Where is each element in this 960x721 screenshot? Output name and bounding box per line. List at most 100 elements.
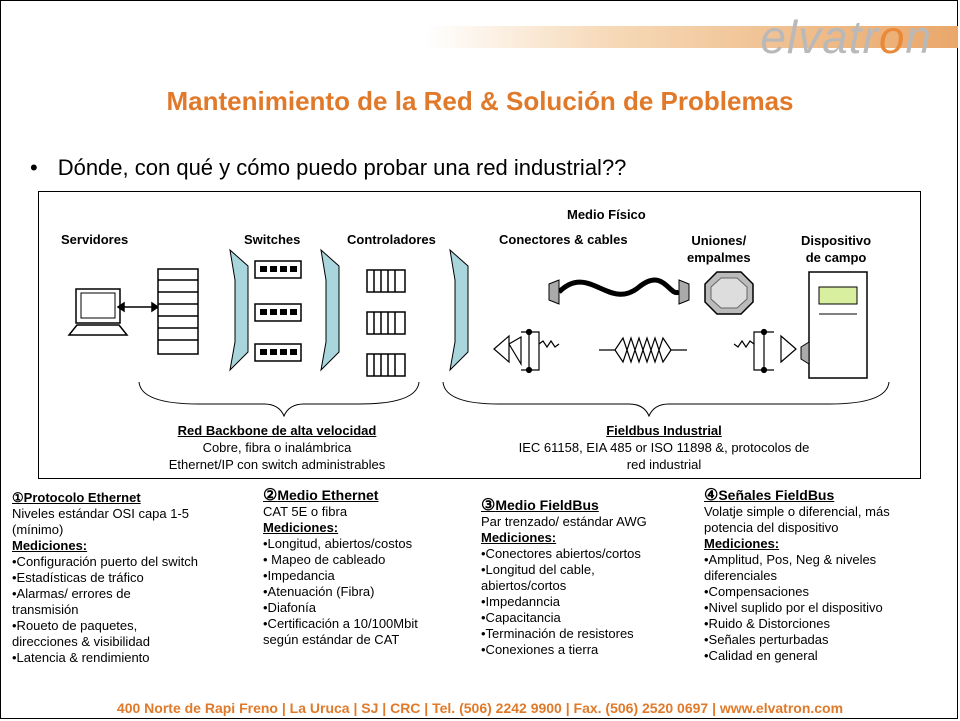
label-dispositivo-line1: Dispositivo [801, 233, 872, 248]
column-4-num: ④ [704, 487, 719, 504]
flow-arrow-icon [229, 248, 469, 372]
list-item: abiertos/cortos [481, 578, 567, 593]
backbone-brace [138, 381, 420, 418]
column-3-title: ③Medio FieldBus [481, 497, 647, 514]
list-item: •Configuración puerto del switch [12, 554, 198, 569]
list-item: •Alarmas/ errores de [12, 586, 131, 601]
column-3-subhead: Mediciones: [481, 530, 557, 545]
column-4-intro: potencia del dispositivo [704, 520, 839, 535]
splice-icon [704, 271, 754, 315]
switch-icon [254, 260, 302, 362]
list-item: •Nivel suplido por el dispositivo [704, 600, 883, 615]
column-1-title-text: Protocolo Ethernet [23, 490, 141, 505]
backbone-line2: Ethernet/IP con switch administrables [168, 457, 386, 472]
elvatron-logo: elvatron [760, 10, 932, 64]
bullet-text: Dónde, con qué y cómo puedo probar una r… [57, 155, 627, 180]
list-item: •Impedanncia [481, 594, 560, 609]
fieldbus-caption: Fieldbus Industrial IEC 61158, EIA 485 o… [474, 422, 854, 473]
column-4-intro: Volatje simple o diferencial, más [704, 504, 890, 519]
column-4-title-text: Señales FieldBus [718, 487, 835, 503]
list-item: •Conexiones a tierra [481, 642, 599, 657]
column-1-intro: (mínimo) [12, 522, 64, 537]
list-item: diferenciales [704, 568, 777, 583]
label-dispositivo: Dispositivo de campo [801, 232, 871, 266]
list-item: •Amplitud, Pos, Neg & niveles [704, 552, 877, 567]
footer-contact: 400 Norte de Rapi Freno | La Uruca | SJ … [116, 700, 844, 716]
logo-text-pre: elvatr [760, 11, 879, 63]
fieldbus-line2: red industrial [626, 457, 702, 472]
list-item: •Atenuación (Fibra) [263, 584, 375, 599]
list-item: •Terminación de resistores [481, 626, 634, 641]
label-uniones-line1: Uniones/ [691, 233, 747, 248]
label-medio-fisico: Medio Físico [567, 207, 646, 222]
backbone-caption: Red Backbone de alta velocidad Cobre, fi… [127, 422, 427, 473]
list-item: • Mapeo de cableado [263, 552, 386, 567]
column-1-num: ① [12, 490, 24, 505]
column-2-title: ②Medio Ethernet [263, 487, 418, 504]
transceiver-icon [493, 328, 560, 374]
column-medio-fieldbus: ③Medio FieldBus Par trenzado/ estándar A… [481, 497, 647, 658]
cable-icon [548, 277, 690, 305]
network-diagram: Medio Físico Servidores Switches Control… [38, 191, 921, 479]
list-item: •Latencia & rendimiento [12, 650, 150, 665]
list-item: según estándar de CAT [263, 632, 400, 647]
column-1-intro: Niveles estándar OSI capa 1-5 [12, 506, 190, 521]
diagram-drawing [67, 248, 890, 418]
label-dispositivo-line2: de campo [805, 250, 867, 265]
column-1-subhead: Mediciones: [12, 538, 88, 553]
column-4-subhead: Mediciones: [704, 536, 780, 551]
server-rack-icon [157, 268, 199, 355]
column-2-title-text: Medio Ethernet [277, 487, 379, 503]
twisted-pair-icon [599, 336, 687, 364]
label-servidores: Servidores [61, 232, 129, 247]
column-2-intro: CAT 5E o fibra [263, 504, 348, 519]
label-switches: Switches [244, 232, 301, 247]
column-3-title-text: Medio FieldBus [495, 497, 599, 513]
controller-icon [366, 269, 406, 377]
list-item: •Conectores abiertos/cortos [481, 546, 641, 561]
label-conectores: Conectores & cables [499, 232, 628, 247]
field-device-icon [800, 271, 868, 379]
column-3-num: ③ [481, 497, 496, 514]
column-4-title: ④Señales FieldBus [704, 487, 890, 504]
fieldbus-line1: IEC 61158, EIA 485 or ISO 11898 &, proto… [518, 440, 810, 455]
list-item: •Longitud del cable, [481, 562, 595, 577]
transceiver-icon [733, 328, 797, 374]
column-medio-ethernet: ②Medio Ethernet CAT 5E o fibra Medicione… [263, 487, 418, 648]
fieldbus-heading: Fieldbus Industrial [606, 423, 722, 438]
list-item: •Calidad en general [704, 648, 818, 663]
list-item: •Roueto de paquetes, [12, 618, 138, 633]
list-item: •Diafonía [263, 600, 316, 615]
label-controladores: Controladores [347, 232, 436, 247]
list-item: •Ruido & Distorciones [704, 616, 830, 631]
fieldbus-brace [442, 381, 890, 418]
logo-text-o: o [878, 11, 906, 63]
bullet-question: • Dónde, con qué y cómo puedo probar una … [30, 155, 626, 181]
list-item: •Capacitancia [481, 610, 561, 625]
logo-text-post: n [905, 11, 932, 63]
column-2-subhead: Mediciones: [263, 520, 339, 535]
column-2-num: ② [263, 487, 278, 504]
backbone-line1: Cobre, fibra o inalámbrica [202, 440, 352, 455]
column-1-title: ①Protocolo Ethernet [12, 490, 198, 506]
list-item: •Señales perturbadas [704, 632, 829, 647]
column-senales-fieldbus: ④Señales FieldBus Volatje simple o difer… [704, 487, 890, 664]
link-arrow-icon [116, 301, 160, 313]
slide-title: Mantenimiento de la Red & Solución de Pr… [166, 86, 794, 116]
logo-bar [425, 26, 958, 48]
bullet-mark: • [30, 155, 38, 180]
list-item: •Impedancia [263, 568, 335, 583]
list-item: transmisión [12, 602, 79, 617]
label-uniones: Uniones/empalmes [687, 232, 751, 266]
column-3-intro: Par trenzado/ estándar AWG [481, 514, 647, 529]
list-item: •Certificación a 10/100Mbit [263, 616, 418, 631]
list-item: •Estadísticas de tráfico [12, 570, 144, 585]
list-item: •Longitud, abiertos/costos [263, 536, 413, 551]
list-item: •Compensaciones [704, 584, 809, 599]
computer-icon [67, 288, 129, 336]
backbone-heading: Red Backbone de alta velocidad [177, 423, 377, 438]
label-uniones-line2: empalmes [687, 250, 751, 265]
column-protocolo-ethernet: ①Protocolo Ethernet Niveles estándar OSI… [12, 490, 198, 666]
list-item: direcciones & visibilidad [12, 634, 151, 649]
